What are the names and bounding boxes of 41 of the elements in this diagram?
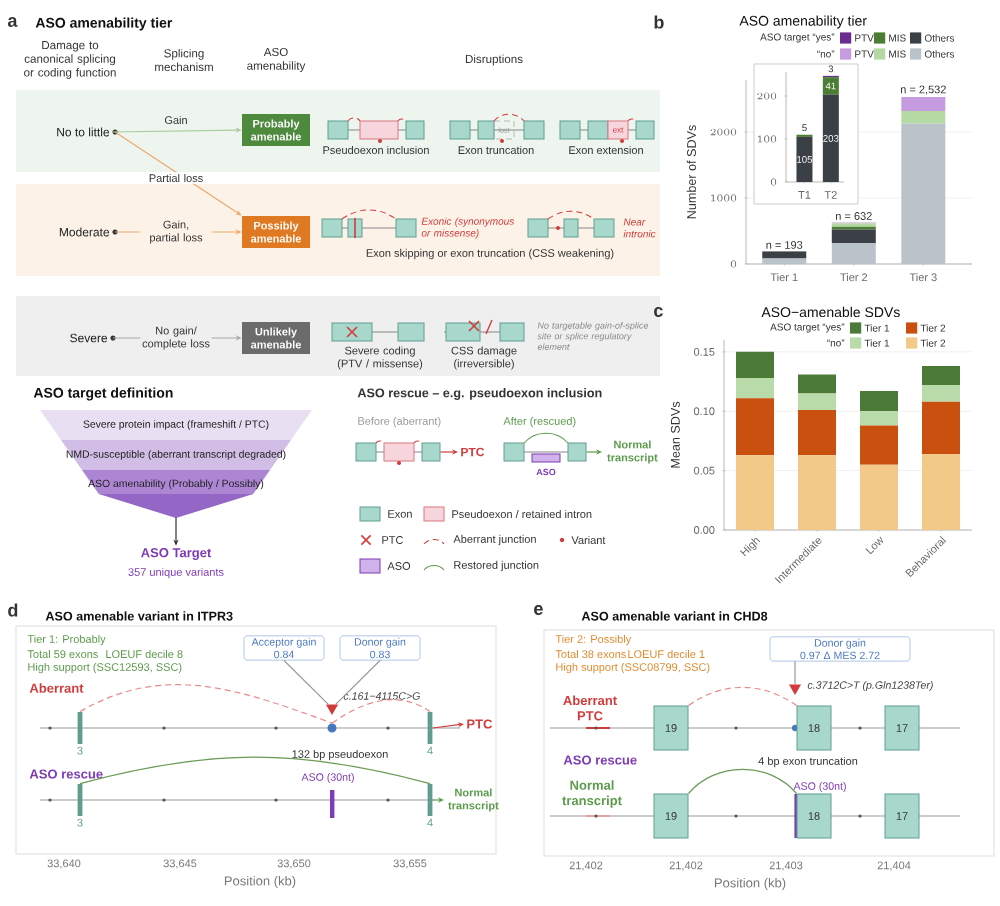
panel-letter: b [654,15,664,29]
bar [798,374,837,394]
bar [922,385,961,402]
panel-letter: e [534,605,543,615]
bar [822,94,839,182]
leader-line [794,660,796,685]
junction-arc [331,699,431,724]
bar [736,351,775,378]
bar [762,251,807,259]
bar [736,378,775,399]
bar [796,136,813,182]
bar [736,455,775,530]
leader-line [335,659,381,705]
bar [762,258,807,264]
bar [736,398,775,456]
junction-arc [687,768,798,795]
bar [798,410,837,456]
bar [831,242,876,264]
bar [922,401,961,454]
panel-letter: a [7,17,18,27]
bar [901,123,946,264]
bar [822,77,839,95]
bar [860,425,899,465]
bar [901,110,946,124]
arrow [114,131,242,216]
bar [798,455,837,530]
bar [860,391,899,412]
panel-letter: c [654,307,663,317]
bar [798,393,837,411]
bar [922,454,961,530]
bar [860,464,899,530]
bar [860,411,899,426]
arrow [432,722,464,729]
bar [901,97,946,111]
bar [922,366,961,386]
junction-arc [79,756,431,785]
panel-letter: d [8,603,18,617]
leader-line [283,659,329,705]
junction-arc [687,686,798,707]
junction-arc [79,684,333,724]
bar [831,229,876,243]
